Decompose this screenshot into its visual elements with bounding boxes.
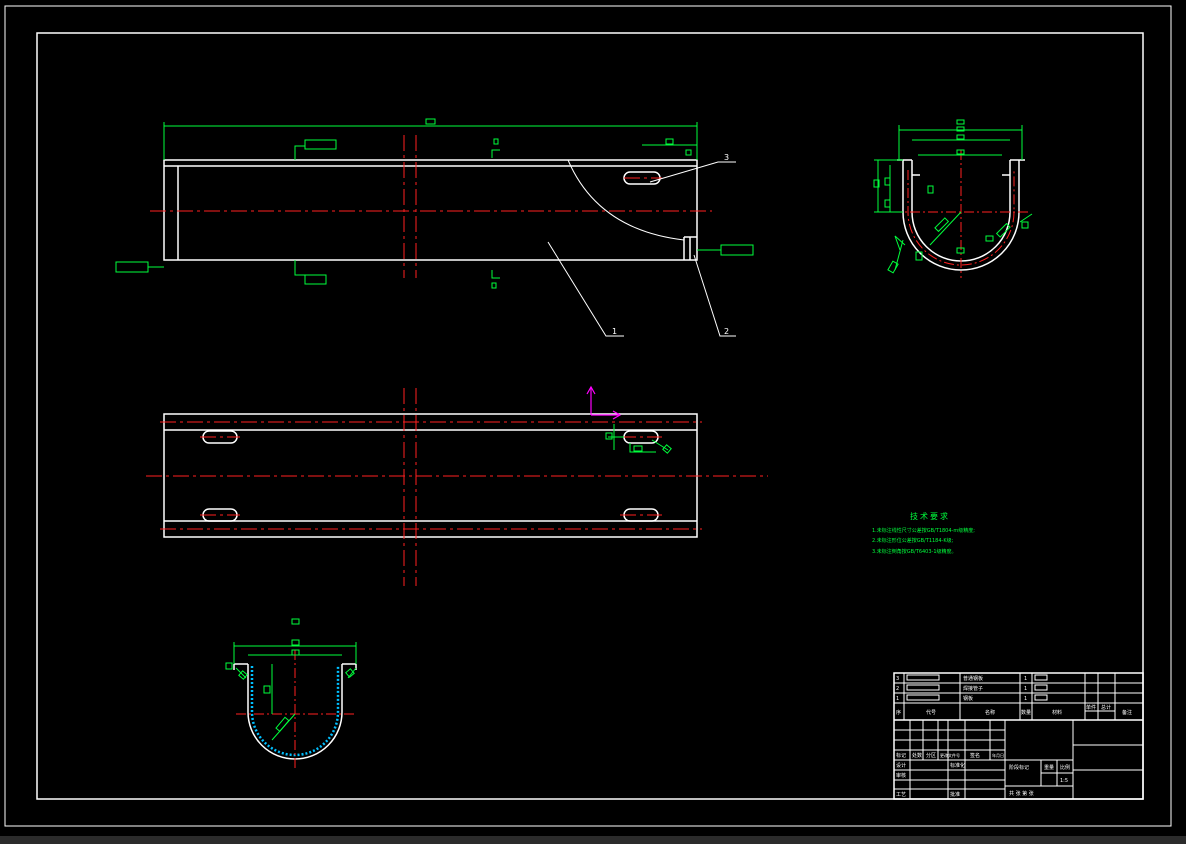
scale-value: 1:5	[1060, 778, 1068, 784]
role-label-5: 批准	[950, 791, 960, 798]
balloon-part-3: 3	[724, 153, 729, 162]
sheet-text: 共 张 第 张	[1009, 790, 1034, 797]
tech-req-item-3: 3.未标注倒角按GB/T6403-1级精度。	[872, 548, 957, 555]
sign-label-3: 分区	[926, 752, 936, 759]
balloon-part-2: 2	[724, 327, 729, 336]
svg-text:1: 1	[1024, 696, 1027, 702]
svg-text:1: 1	[1024, 676, 1027, 682]
col-weight-single: 单件	[1086, 704, 1096, 711]
title-block[interactable]: 3 2 1 普通钢板 焊接管子 钢板 1 1 1 序 代号 名称 数量 材料 单…	[893, 672, 1144, 800]
col-material: 材料	[1052, 709, 1062, 716]
drawing-frame	[4, 5, 1172, 827]
sign-label-5: 签名	[970, 752, 980, 759]
col-weight-total: 总计	[1101, 704, 1111, 711]
part-name-2: 焊接管子	[963, 685, 983, 692]
col-remark: 备注	[1122, 709, 1132, 716]
part-name-3: 普通钢板	[963, 675, 983, 682]
svg-text:2: 2	[896, 686, 899, 692]
balloon-part-1: 1	[612, 327, 617, 336]
role-label-4: 工艺	[896, 792, 906, 798]
svg-text:1: 1	[896, 696, 899, 702]
ucs-icon	[586, 385, 622, 420]
col-qty: 数量	[1021, 709, 1031, 716]
svg-text:3: 3	[896, 676, 899, 682]
col-seq: 序	[896, 709, 901, 716]
tech-req-title: 技术要求	[910, 511, 950, 521]
side-section-view[interactable]	[873, 119, 1033, 278]
col-name: 名称	[985, 709, 995, 716]
role-label-3: 审核	[896, 772, 906, 779]
sign-label-6: 年月日	[992, 752, 1004, 758]
top-view[interactable]	[146, 385, 768, 586]
status-strip	[0, 836, 1186, 844]
role-label-1: 设计	[896, 762, 906, 769]
tech-req-item-1: 1.未标注线性尺寸公差按GB/T1804-m级精度;	[872, 527, 975, 534]
sign-label-4: 更改文件号	[940, 752, 960, 758]
sign-label-1: 标记	[896, 752, 906, 759]
technical-requirements: 技术要求 1.未标注线性尺寸公差按GB/T1804-m级精度; 2.未标注形位公…	[872, 511, 975, 555]
col-code: 代号	[926, 709, 936, 716]
end-section-view[interactable]	[225, 618, 357, 770]
scale-label: 比例	[1060, 764, 1070, 771]
weight-label: 重量	[1044, 764, 1054, 771]
role-label-2: 标准化	[950, 762, 965, 769]
tech-req-item-2: 2.未标注形位公差按GB/T1184-K级;	[872, 537, 954, 544]
sign-label-2: 处数	[912, 752, 922, 759]
svg-text:1: 1	[1024, 686, 1027, 692]
part-name-1: 钢板	[963, 695, 973, 702]
front-view[interactable]: 1 2 3	[115, 118, 754, 337]
stage-label: 阶段标记	[1009, 764, 1029, 771]
